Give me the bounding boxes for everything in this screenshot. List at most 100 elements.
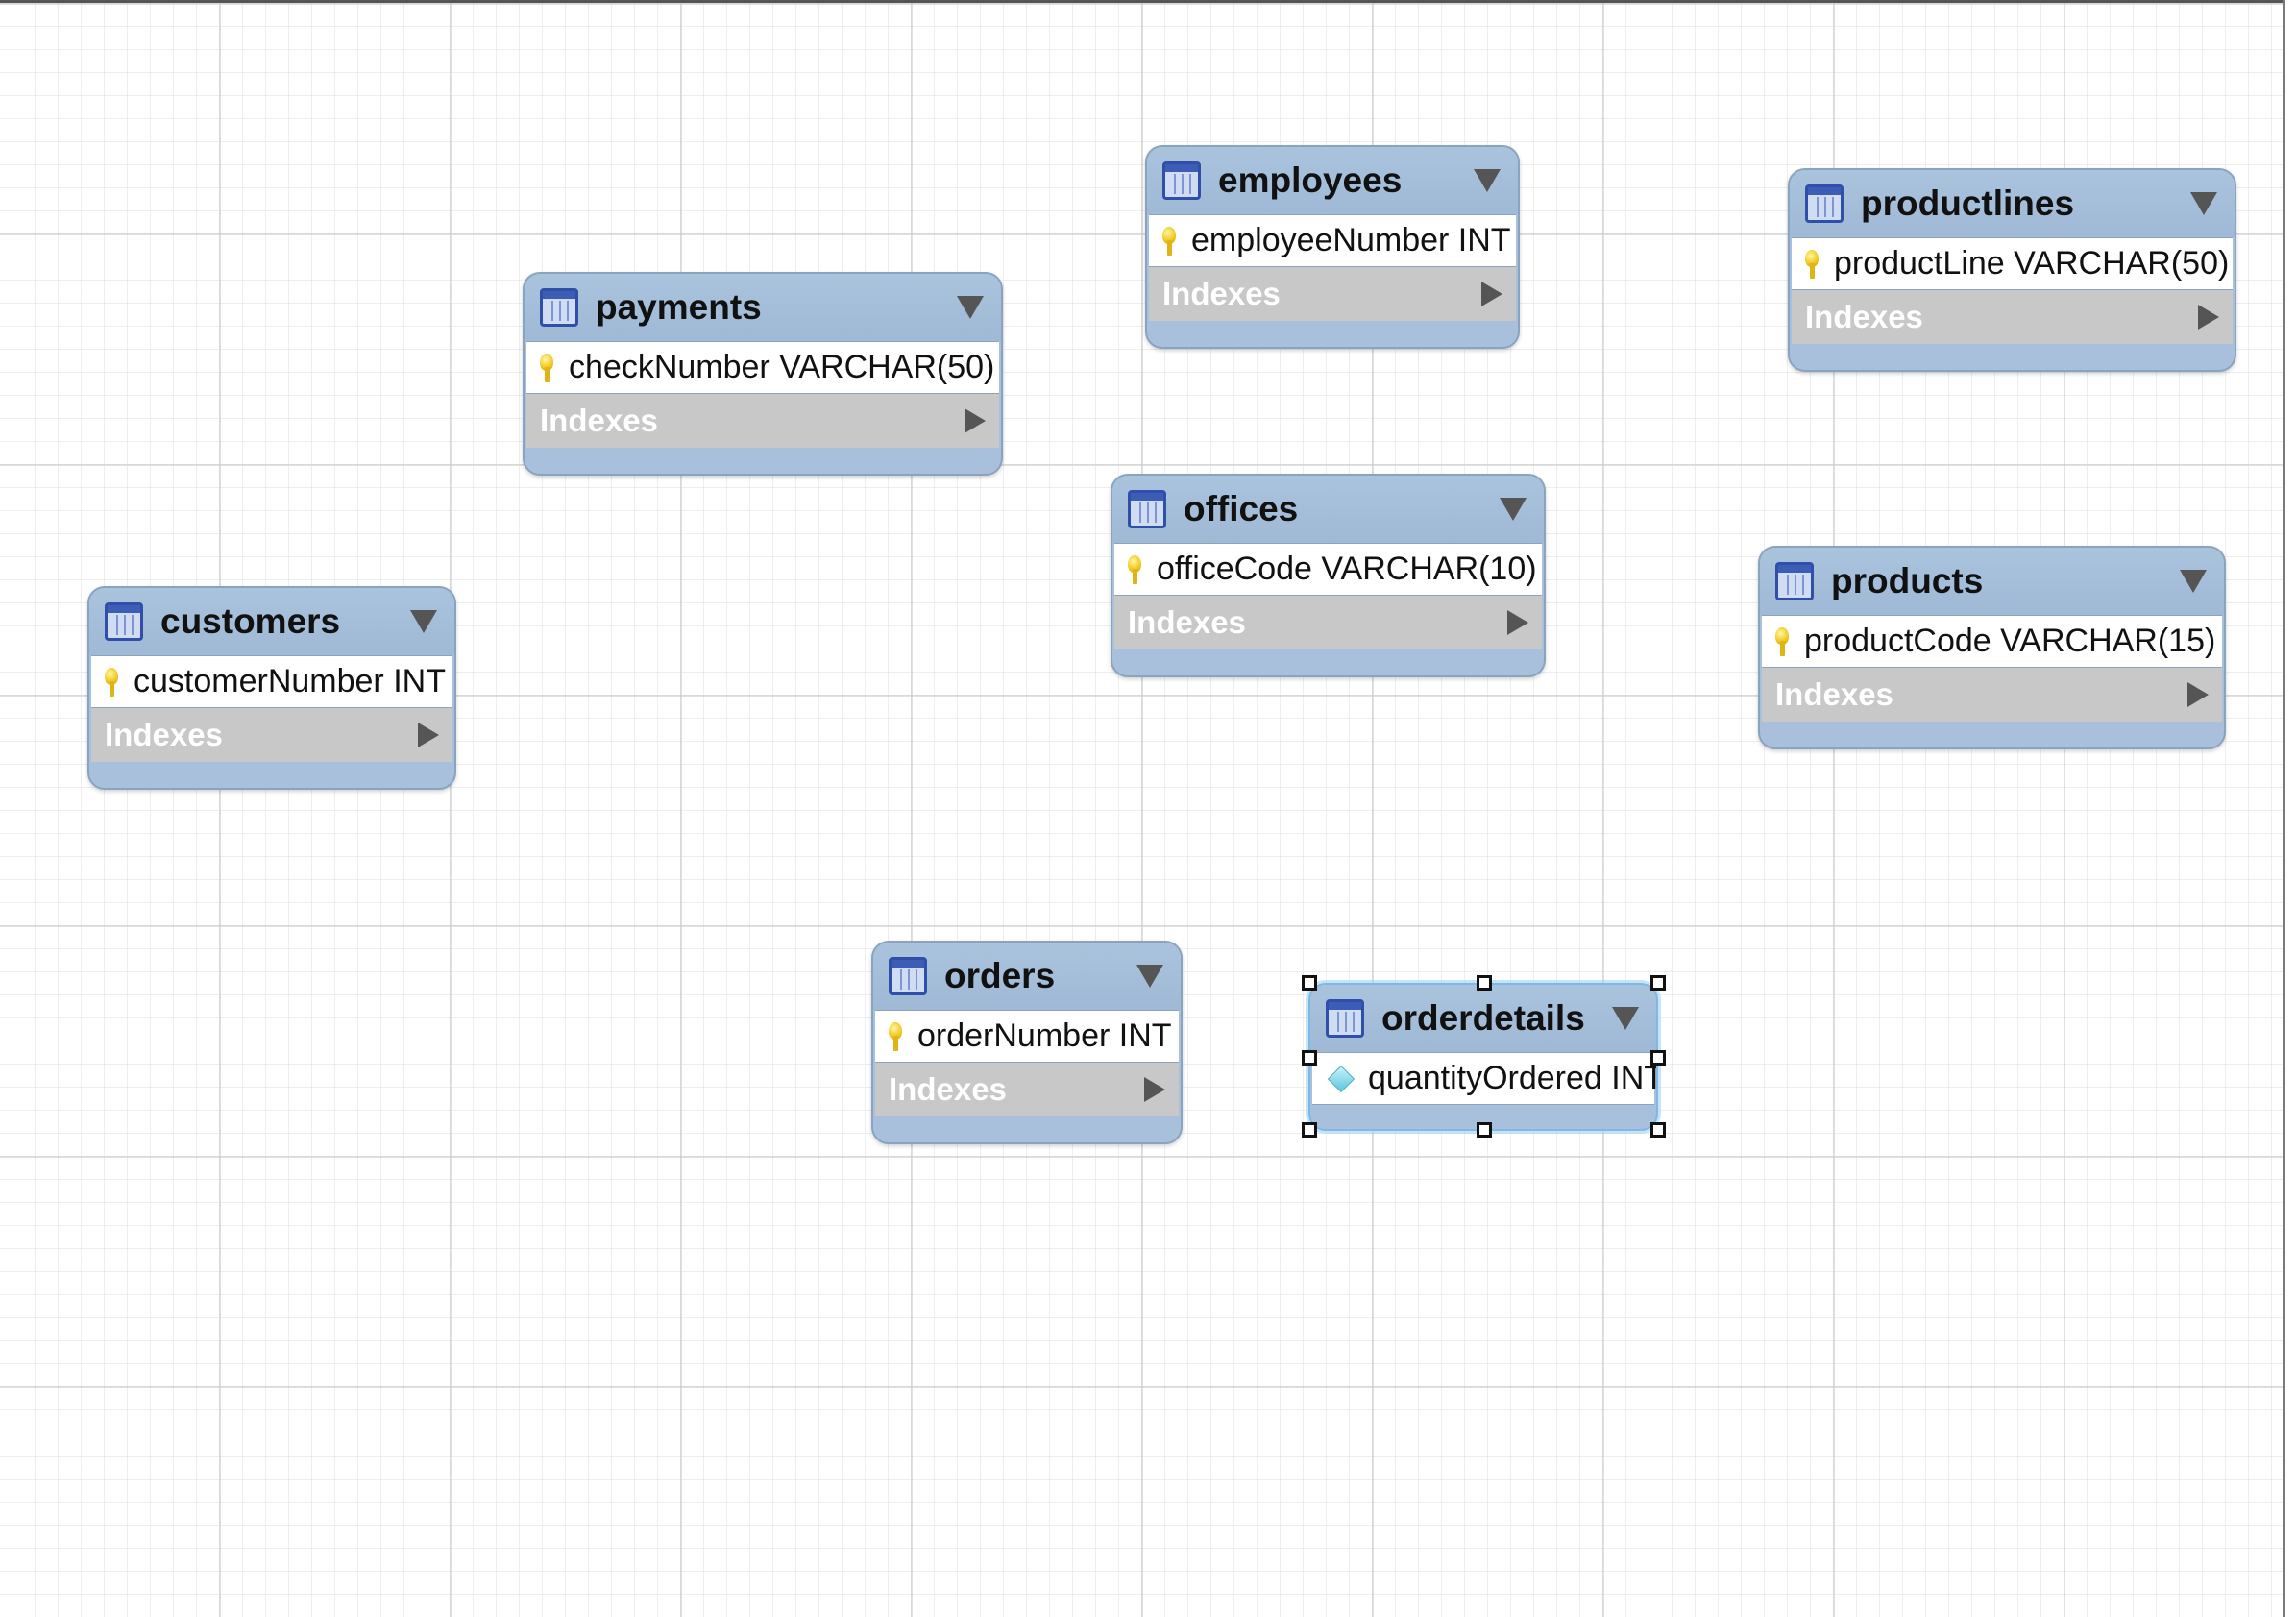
collapse-triangle-icon[interactable] [2190, 192, 2217, 215]
table-offices[interactable]: offices officeCode VARCHAR(10) Indexes [1111, 474, 1546, 677]
table-icon [889, 957, 927, 995]
table-footer [873, 1116, 1181, 1138]
table-header[interactable]: products [1760, 548, 2224, 615]
resize-handle-bottom-right[interactable] [1650, 1122, 1666, 1138]
column-name: employeeNumber INT [1191, 222, 1511, 258]
table-products[interactable]: products productCode VARCHAR(15) Indexes [1758, 546, 2226, 749]
expand-triangle-icon[interactable] [1507, 610, 1528, 635]
table-icon [1775, 562, 1814, 600]
table-orders[interactable]: orders orderNumber INT Indexes [871, 941, 1183, 1144]
primary-key-icon [1162, 226, 1176, 256]
resize-handle-left[interactable] [1302, 1050, 1317, 1066]
table-name: customers [160, 601, 341, 641]
indexes-section[interactable]: Indexes [91, 708, 452, 762]
column-row[interactable]: officeCode VARCHAR(10) [1114, 543, 1542, 596]
resize-handle-bottom[interactable] [1477, 1122, 1492, 1138]
table-header[interactable]: orders [873, 943, 1181, 1010]
table-name: productlines [1861, 184, 2075, 223]
indexes-label: Indexes [1775, 676, 1893, 712]
table-footer [1147, 321, 1518, 342]
table-name: orderdetails [1381, 998, 1585, 1038]
expand-triangle-icon[interactable] [965, 408, 986, 433]
column-name: quantityOrdered INT [1368, 1060, 1658, 1096]
expand-triangle-icon[interactable] [1144, 1077, 1165, 1102]
vertical-scrollbar[interactable] [2283, 0, 2296, 1617]
resize-handle-top[interactable] [1477, 975, 1492, 991]
primary-key-icon [540, 353, 553, 382]
column-name: checkNumber VARCHAR(50) [569, 349, 995, 385]
resize-handle-right[interactable] [1650, 1050, 1666, 1066]
collapse-triangle-icon[interactable] [1500, 498, 1527, 521]
table-name: orders [944, 956, 1056, 995]
column-row[interactable]: productCode VARCHAR(15) [1762, 615, 2222, 668]
table-header[interactable]: offices [1112, 476, 1544, 543]
table-name: offices [1184, 489, 1299, 528]
collapse-triangle-icon[interactable] [1474, 169, 1501, 192]
column-row[interactable]: quantityOrdered INT [1312, 1052, 1656, 1105]
column-row[interactable]: productLine VARCHAR(50) [1792, 237, 2233, 290]
column-name: customerNumber INT [134, 663, 446, 699]
indexes-label: Indexes [1162, 276, 1281, 311]
collapse-triangle-icon[interactable] [1612, 1007, 1639, 1030]
indexes-label: Indexes [1805, 299, 1923, 334]
table-header[interactable]: productlines [1790, 170, 2235, 237]
table-icon [1805, 184, 1844, 223]
table-icon [540, 288, 578, 327]
indexes-section[interactable]: Indexes [1149, 267, 1516, 321]
column-diamond-icon [1327, 1065, 1356, 1092]
table-icon [105, 602, 143, 641]
primary-key-icon [1128, 554, 1141, 584]
collapse-triangle-icon[interactable] [410, 610, 437, 633]
column-name: productCode VARCHAR(15) [1804, 623, 2216, 659]
collapse-triangle-icon[interactable] [957, 296, 984, 319]
indexes-label: Indexes [889, 1071, 1007, 1107]
table-productlines[interactable]: productlines productLine VARCHAR(50) Ind… [1788, 168, 2236, 372]
indexes-section[interactable]: Indexes [1114, 596, 1542, 649]
table-name: payments [596, 287, 762, 327]
resize-handle-bottom-left[interactable] [1302, 1122, 1317, 1138]
column-row[interactable]: employeeNumber INT [1149, 214, 1516, 267]
table-customers[interactable]: customers customerNumber INT Indexes [87, 586, 456, 790]
column-name: productLine VARCHAR(50) [1834, 245, 2230, 282]
column-row[interactable]: orderNumber INT [875, 1010, 1179, 1063]
table-header[interactable]: employees [1147, 147, 1518, 214]
table-name: products [1831, 561, 1984, 600]
column-row[interactable]: customerNumber INT [91, 655, 452, 708]
table-footer [1760, 722, 2224, 743]
table-icon [1326, 999, 1364, 1038]
table-footer [525, 448, 1001, 469]
table-header[interactable]: payments [525, 274, 1001, 341]
resize-handle-top-right[interactable] [1650, 975, 1666, 991]
table-header[interactable]: orderdetails [1310, 985, 1656, 1052]
table-icon [1128, 490, 1166, 528]
expand-triangle-icon[interactable] [2198, 305, 2219, 330]
indexes-label: Indexes [105, 717, 223, 752]
primary-key-icon [1805, 249, 1819, 279]
table-footer [89, 762, 454, 783]
indexes-label: Indexes [1128, 604, 1246, 640]
table-icon [1162, 161, 1201, 200]
table-employees[interactable]: employees employeeNumber INT Indexes [1145, 145, 1520, 349]
column-row[interactable]: checkNumber VARCHAR(50) [526, 341, 999, 394]
column-name: orderNumber INT [917, 1017, 1172, 1054]
table-orderdetails[interactable]: orderdetails quantityOrdered INT [1308, 983, 1658, 1131]
indexes-section[interactable]: Indexes [1792, 290, 2233, 344]
column-name: officeCode VARCHAR(10) [1157, 551, 1537, 587]
indexes-section[interactable]: Indexes [526, 394, 999, 448]
expand-triangle-icon[interactable] [418, 723, 439, 747]
table-payments[interactable]: payments checkNumber VARCHAR(50) Indexes [523, 272, 1003, 476]
table-name: employees [1218, 160, 1403, 200]
collapse-triangle-icon[interactable] [1136, 965, 1163, 988]
primary-key-icon [889, 1021, 902, 1051]
table-footer [1790, 344, 2235, 365]
expand-triangle-icon[interactable] [1481, 282, 1502, 306]
expand-triangle-icon[interactable] [2187, 682, 2209, 707]
indexes-section[interactable]: Indexes [1762, 668, 2222, 722]
table-header[interactable]: customers [89, 588, 454, 655]
indexes-label: Indexes [540, 403, 658, 438]
indexes-section[interactable]: Indexes [875, 1063, 1179, 1116]
collapse-triangle-icon[interactable] [2180, 570, 2207, 593]
primary-key-icon [1775, 626, 1789, 656]
resize-handle-top-left[interactable] [1302, 975, 1317, 991]
